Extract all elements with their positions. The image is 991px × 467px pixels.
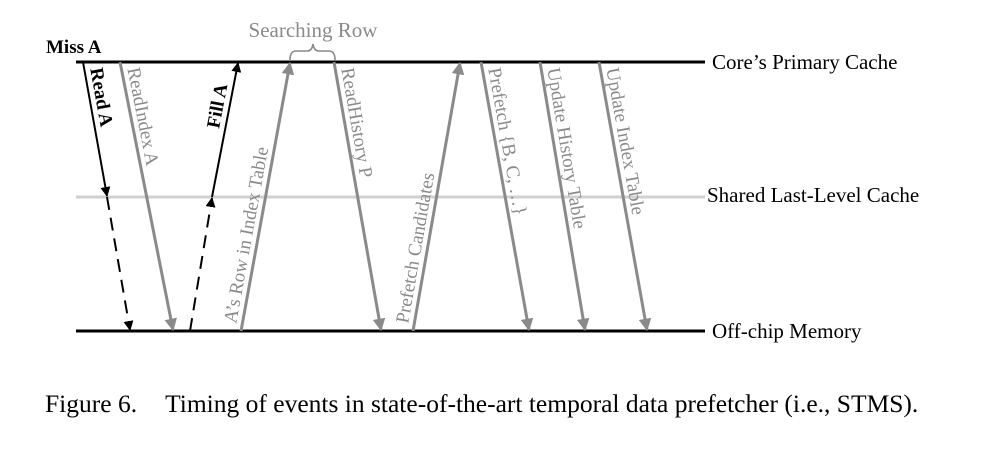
fill-a-dashed-arrow — [189, 197, 216, 332]
level-label-memory: Off-chip Memory — [712, 319, 862, 343]
prefetch-candidates-label: Prefetch Candidates — [392, 171, 439, 325]
miss-label: Miss A — [46, 37, 102, 58]
caption-text: Timing of events in state-of-the-art tem… — [165, 389, 919, 418]
update-index-arrow — [597, 61, 652, 332]
searching-row-brace — [289, 43, 336, 61]
read-a-arrow — [82, 61, 111, 197]
figure-number: Figure 6. — [45, 389, 138, 418]
searching-row-label: Searching Row — [249, 18, 379, 42]
read-index-arrow — [118, 61, 177, 332]
read-index-label: ReadIndex A — [123, 66, 163, 168]
prefetch-bc-label: Prefetch {B, C, …} — [483, 66, 530, 217]
update-index-label: Update Index Table — [601, 66, 648, 217]
read-a-dashed-arrow — [106, 196, 134, 331]
level-label-core-cache: Core’s Primary Cache — [712, 50, 897, 74]
read-history-label: ReadHistory P — [336, 66, 376, 179]
figure-caption: Figure 6. Timing of events in state-of-th… — [45, 388, 975, 420]
update-history-label: Update History Table — [542, 66, 590, 230]
read-history-arrow — [332, 61, 386, 332]
fill-a-label: Fill A — [203, 82, 232, 130]
prefetch-bc-arrow — [479, 61, 534, 332]
update-history-arrow — [538, 61, 590, 332]
level-label-llc: Shared Last-Level Cache — [707, 183, 919, 207]
fill-a-arrow — [211, 62, 242, 198]
prefetch-candidates-arrow — [411, 61, 465, 332]
row-in-index-arrow — [239, 61, 295, 332]
